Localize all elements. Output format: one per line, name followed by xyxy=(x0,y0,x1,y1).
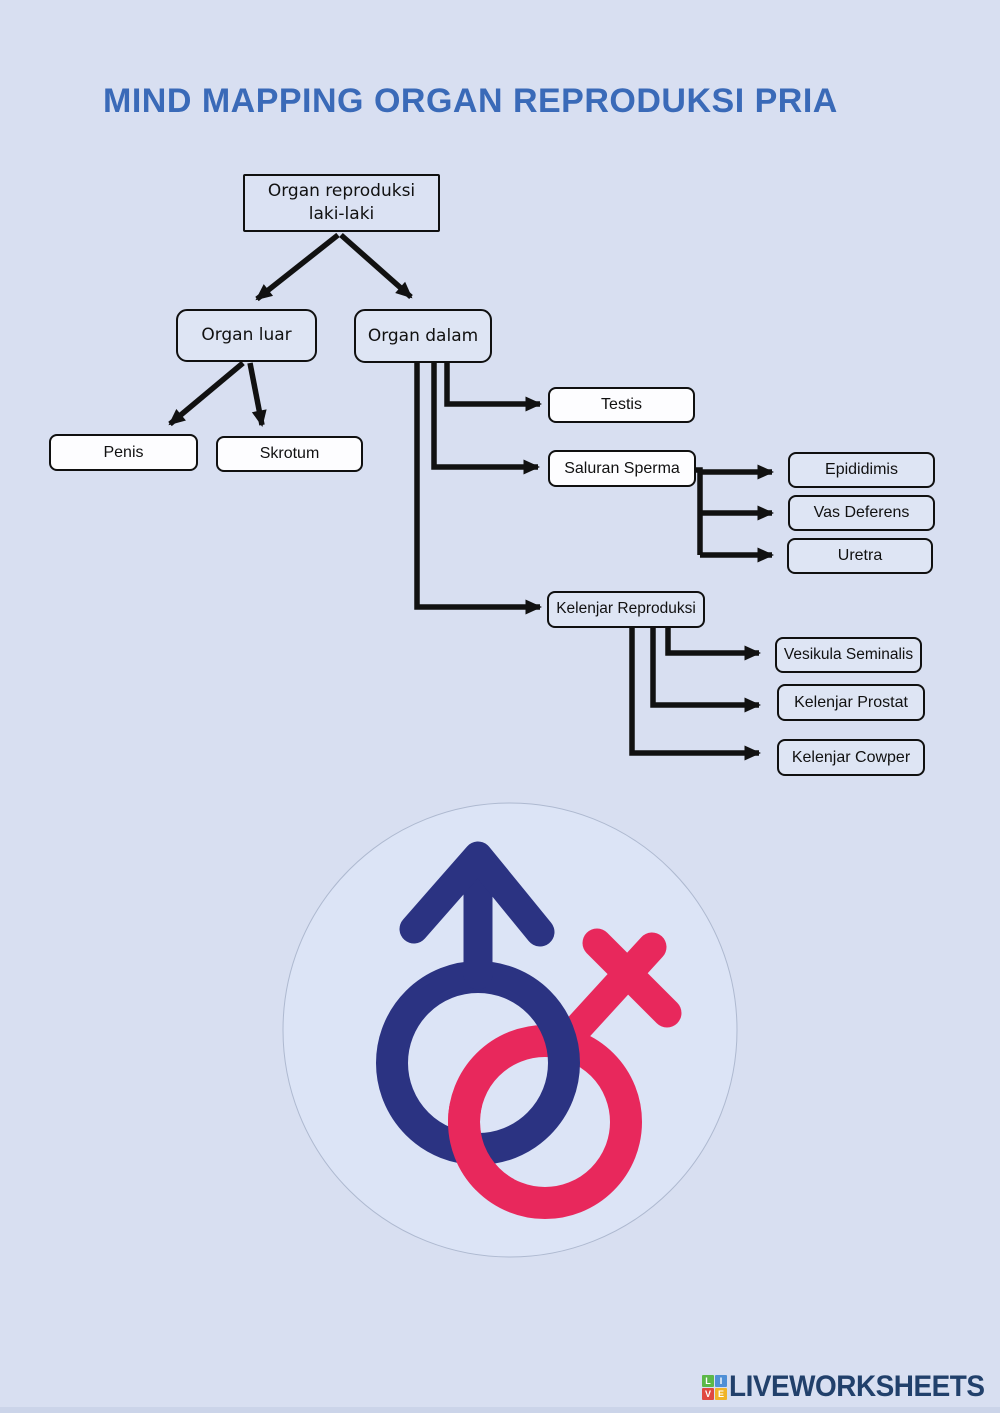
edge-organ-dalam-to-kelenjar xyxy=(414,361,542,615)
node-organ-reproduksi-laki-laki: Organ reproduksi laki-laki xyxy=(243,174,440,232)
node-label: Skrotum xyxy=(259,445,320,463)
node-label: Kelenjar Reproduksi xyxy=(556,600,696,618)
node-label: Vesikula Seminalis xyxy=(783,645,914,663)
edge-kelenjar-to-prostat xyxy=(650,626,761,713)
node-label: Saluran Sperma xyxy=(564,459,680,477)
edge-organ-luar-to-penis xyxy=(168,360,245,427)
node-label: Kelenjar Cowper xyxy=(791,748,911,766)
node-label: Uretra xyxy=(837,547,883,565)
node-testis: Testis xyxy=(548,387,695,423)
edge-kelenjar-to-cowper xyxy=(629,626,761,761)
node-organ-luar: Organ luar xyxy=(176,309,317,362)
edge-root-to-organ-dalam xyxy=(339,232,413,300)
liveworksheets-logo[interactable]: L I V E LIVEWORKSHEETS xyxy=(702,1370,1000,1404)
logo-square-v: V xyxy=(702,1387,714,1400)
node-kelenjar-reproduksi: Kelenjar Reproduksi xyxy=(547,591,705,628)
node-label: Testis xyxy=(601,396,642,414)
node-vesikula-seminalis: Vesikula Seminalis xyxy=(775,637,922,673)
node-label: Kelenjar Prostat xyxy=(794,693,908,711)
edge-kelenjar-to-vesikula xyxy=(665,626,761,661)
logo-square-l: L xyxy=(702,1374,714,1387)
node-epididimis: Epididimis xyxy=(788,452,935,488)
edge-organ-dalam-to-testis xyxy=(444,361,542,412)
bottom-edge-strip xyxy=(0,1407,1000,1413)
node-label: Organ luar xyxy=(201,325,292,346)
female-ring-interlock-patch xyxy=(448,1106,514,1190)
connector-lines xyxy=(168,232,774,761)
node-label: Penis xyxy=(103,443,144,461)
node-organ-dalam: Organ dalam xyxy=(354,309,492,363)
node-vas-deferens: Vas Deferens xyxy=(788,495,935,531)
node-skrotum: Skrotum xyxy=(216,436,363,472)
liveworksheets-wordmark: LIVEWORKSHEETS xyxy=(729,1370,985,1403)
node-label: Organ reproduksi laki-laki xyxy=(267,181,416,224)
edge-root-to-organ-luar xyxy=(255,232,340,302)
page-title: MIND MAPPING ORGAN REPRODUKSI PRIA xyxy=(103,82,838,120)
logo-square-e: E xyxy=(715,1387,727,1400)
node-kelenjar-cowper: Kelenjar Cowper xyxy=(777,739,925,776)
edge-organ-dalam-to-saluran xyxy=(431,361,540,475)
gender-illustration xyxy=(282,802,738,1258)
saluran-branch-spine xyxy=(695,467,703,555)
node-label: Organ dalam xyxy=(367,325,479,346)
edge-organ-luar-to-skrotum xyxy=(247,362,267,427)
node-label: Epididimis xyxy=(825,461,898,479)
female-cross-shaft xyxy=(552,932,667,1055)
node-uretra: Uretra xyxy=(787,538,933,574)
male-arrow-head xyxy=(399,841,555,947)
node-penis: Penis xyxy=(49,434,198,471)
female-cross-bar xyxy=(582,928,682,1028)
node-saluran-sperma: Saluran Sperma xyxy=(548,450,696,487)
liveworksheets-grid-icon: L I V E xyxy=(702,1374,727,1400)
node-kelenjar-prostat: Kelenjar Prostat xyxy=(777,684,925,721)
logo-square-i: I xyxy=(715,1374,727,1387)
node-label: Vas Deferens xyxy=(813,504,910,522)
